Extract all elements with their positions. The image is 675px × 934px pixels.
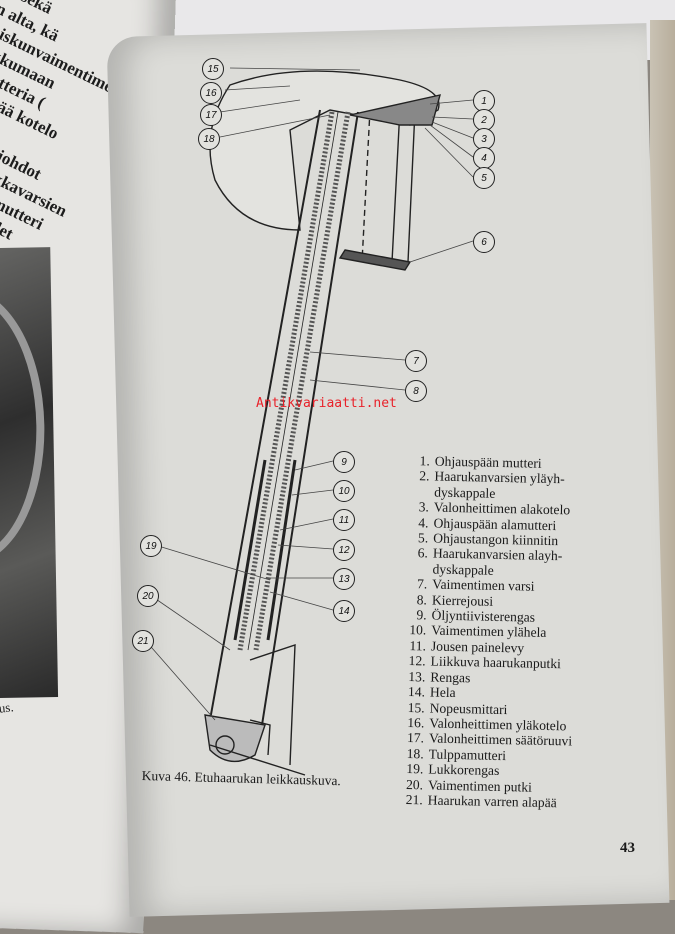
callout-12: 12: [333, 539, 355, 561]
legend-number: 6.: [417, 545, 429, 561]
legend-number: 20.: [405, 776, 424, 792]
callout-4: 4: [473, 147, 495, 169]
legend-number: 2.: [419, 468, 430, 484]
legend-number: 19.: [406, 761, 424, 777]
legend-number: 13.: [408, 668, 426, 685]
legend-number: 12.: [408, 653, 426, 669]
legend-text: Hela: [429, 684, 456, 701]
callout-9: 9: [333, 451, 355, 473]
watermark: Antikvariaatti.net: [256, 396, 397, 411]
legend-number: 15.: [407, 699, 425, 715]
legend-text: Nopeusmittari: [429, 700, 508, 717]
legend-text: Lukkorengas: [428, 761, 500, 779]
legend-number: 11.: [409, 637, 427, 654]
callout-19: 19: [140, 535, 162, 557]
callout-18: 18: [198, 128, 220, 150]
legend-number: 5.: [417, 530, 429, 546]
legend-number: 10.: [409, 622, 427, 638]
callout-14: 14: [333, 600, 355, 622]
callout-10: 10: [333, 480, 355, 502]
legend-number: 17.: [406, 730, 425, 746]
callout-20: 20: [137, 585, 159, 607]
callout-21: 21: [132, 630, 154, 652]
legend-number: 21.: [405, 791, 423, 808]
callout-16: 16: [200, 82, 222, 104]
legend-text: Haarukan varren alapää: [427, 792, 557, 811]
page-number: 43: [620, 840, 635, 856]
legend-number: 7.: [416, 576, 428, 592]
legend-number: 4.: [418, 514, 429, 531]
callout-15: 15: [202, 58, 224, 80]
callout-7: 7: [405, 350, 427, 372]
legend-number: 16.: [407, 714, 425, 731]
callout-5: 5: [473, 167, 495, 189]
callout-11: 11: [333, 509, 355, 531]
legend-number: 3.: [418, 499, 430, 515]
callout-6: 6: [473, 231, 495, 253]
legend-number: 14.: [407, 684, 426, 700]
fork-cross-section-diagram: [144, 67, 474, 776]
legend-number: 18.: [406, 745, 424, 762]
legend-number: 1.: [419, 453, 430, 469]
legend-number: 9.: [416, 607, 427, 623]
legend-number: 8.: [416, 591, 428, 608]
legend-text: Kierrejousi: [431, 592, 494, 609]
callout-8: 8: [405, 380, 427, 402]
legend-text: Rengas: [430, 669, 471, 686]
callout-13: 13: [333, 568, 355, 590]
legend-text: Tulppamutteri: [428, 746, 507, 763]
callout-17: 17: [200, 104, 222, 126]
